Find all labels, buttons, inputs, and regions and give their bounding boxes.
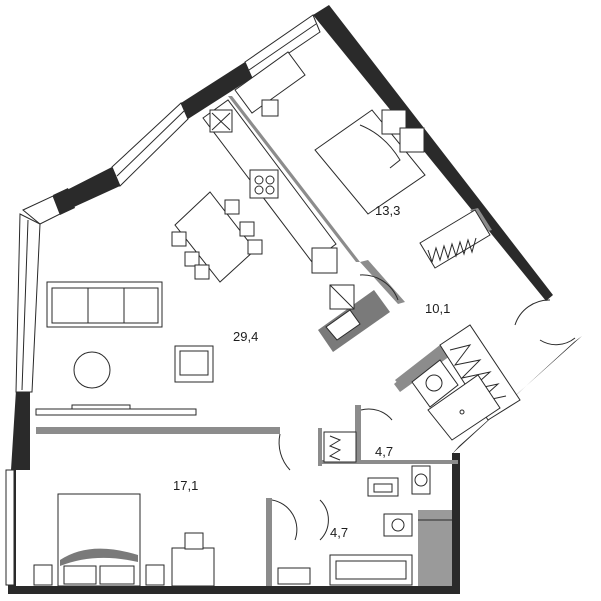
wardrobe-bath — [323, 431, 357, 463]
armchair — [174, 345, 214, 383]
area-bathroom-lower: 4,7 — [330, 525, 348, 540]
interior-partitions — [36, 96, 492, 586]
bed-small — [314, 109, 426, 215]
doors — [271, 274, 576, 541]
wardrobe-bedroom — [419, 209, 491, 269]
area-bedroom-master: 17,1 — [173, 478, 198, 493]
nightstand-left — [33, 564, 53, 586]
bathroom-upper-fixtures — [367, 359, 501, 497]
area-bathroom-upper: 4,7 — [375, 444, 393, 459]
area-living-kitchen: 29,4 — [233, 329, 258, 344]
coffee-table — [73, 351, 111, 389]
kitchen-counter — [202, 99, 390, 352]
area-hallway: 10,1 — [425, 301, 450, 316]
desk — [234, 51, 306, 117]
exterior-walls — [8, 5, 582, 594]
nightstand-right — [145, 564, 165, 586]
bathroom-lower-fixtures — [277, 510, 452, 586]
tv-console — [35, 408, 197, 416]
bed-master — [57, 493, 141, 587]
area-bedroom-small: 13,3 — [375, 203, 400, 218]
tv — [71, 404, 131, 410]
windows — [5, 14, 321, 586]
sofa — [46, 281, 163, 328]
vanity-desk — [171, 532, 215, 587]
dining-table — [171, 191, 263, 283]
